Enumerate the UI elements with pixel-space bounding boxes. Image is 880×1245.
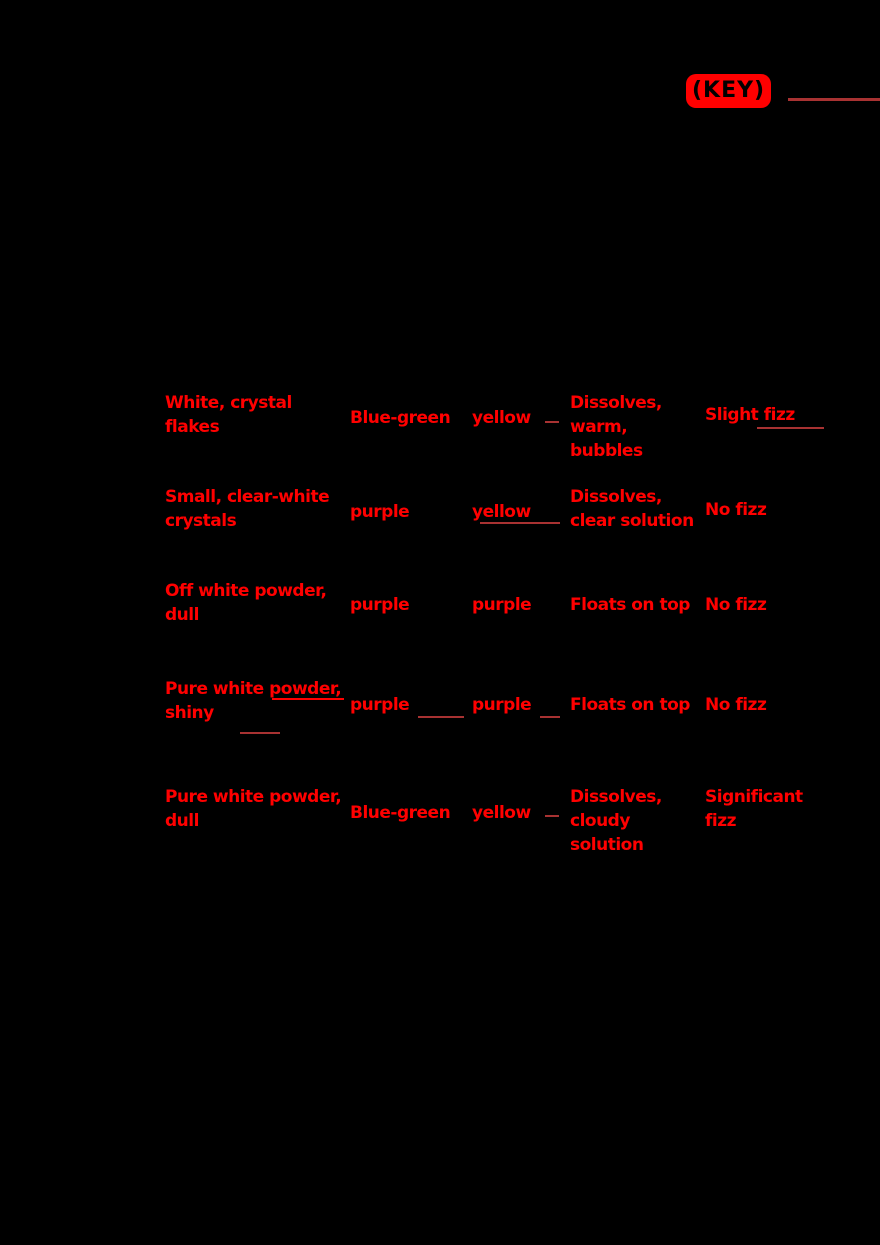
appearance-cell: Pure white powder, shiny <box>165 679 342 723</box>
color-b-cell: purple <box>472 695 532 715</box>
color-a-cell: purple <box>350 695 410 715</box>
acid-cell: No fizz <box>705 500 767 520</box>
appearance-cell: Pure white powder, dull <box>165 787 342 831</box>
acid-cell: Slight fizz <box>705 405 795 425</box>
water-cell: Dissolves, clear solution <box>570 487 694 531</box>
acid-cell: Significant fizz <box>705 787 803 831</box>
answer-rule <box>240 732 280 734</box>
water-cell: Dissolves, warm, bubbles <box>570 393 662 461</box>
answer-rule <box>480 522 560 524</box>
color-a-cell: purple <box>350 502 410 522</box>
key-label: (KEY) <box>686 74 772 108</box>
acid-cell: No fizz <box>705 695 767 715</box>
color-b-cell: purple <box>472 595 532 615</box>
answer-rule <box>272 698 344 700</box>
appearance-cell: White, crystal flakes <box>165 393 292 437</box>
color-a-cell: Blue-green <box>350 408 451 428</box>
answer-rule <box>757 427 824 429</box>
answer-rule <box>540 716 560 718</box>
answer-rule <box>418 716 464 718</box>
color-b-cell: yellow <box>472 502 531 522</box>
color-a-cell: Blue-green <box>350 803 451 823</box>
water-cell: Dissolves, cloudy solution <box>570 787 662 855</box>
color-b-cell: yellow <box>472 803 531 823</box>
water-cell: Floats on top <box>570 695 690 715</box>
color-b-cell: yellow <box>472 408 531 428</box>
water-cell: Floats on top <box>570 595 690 615</box>
answer-rule <box>545 421 559 423</box>
appearance-cell: Off white powder, dull <box>165 581 327 625</box>
color-a-cell: purple <box>350 595 410 615</box>
answer-rule <box>545 815 559 817</box>
key-underline-rule <box>788 98 880 101</box>
appearance-cell: Small, clear-white crystals <box>165 487 330 531</box>
acid-cell: No fizz <box>705 595 767 615</box>
